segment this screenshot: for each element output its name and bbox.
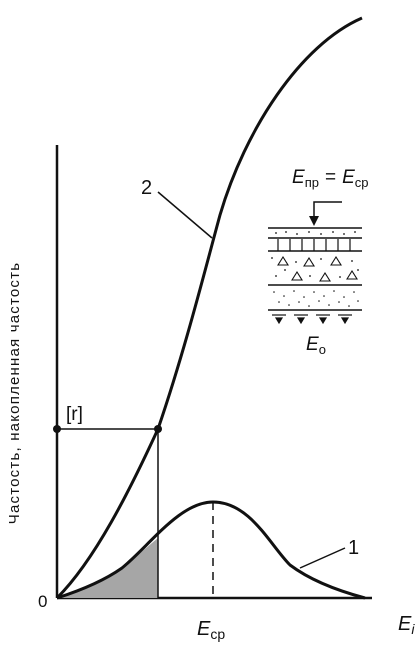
shaded-area bbox=[57, 538, 158, 598]
load-arrow bbox=[313, 201, 342, 222]
curve-2-label: 2 bbox=[141, 177, 152, 199]
layer-4-sand bbox=[273, 290, 359, 307]
r-point-axis bbox=[53, 425, 61, 433]
layer-3-aggregate bbox=[277, 255, 358, 282]
r-point-curve bbox=[154, 425, 162, 433]
layer-3-dots bbox=[271, 257, 359, 278]
ecp-axis-label: Eср bbox=[197, 618, 225, 642]
layer-2-hatch bbox=[277, 239, 351, 251]
origin-label: 0 bbox=[38, 592, 47, 611]
load-arrow-head bbox=[309, 216, 319, 226]
y-axis-label: Частость, накопленная частость bbox=[6, 262, 23, 524]
inset-bottom-formula: Eо bbox=[306, 334, 326, 357]
ei-axis-label: Ei bbox=[398, 613, 415, 637]
pavement-inset: Eпр=Eср bbox=[268, 167, 369, 357]
r-label: [r] bbox=[66, 404, 83, 425]
inset-top-formula: Eпр=Eср bbox=[292, 167, 369, 190]
subgrade-symbols bbox=[272, 314, 352, 325]
curve-1-label: 1 bbox=[348, 537, 359, 559]
curve-2-leader bbox=[157, 191, 213, 239]
curve-2-cumulative bbox=[55, 16, 363, 600]
layer-1-dots bbox=[275, 231, 356, 235]
curve-1-leader bbox=[299, 547, 346, 569]
